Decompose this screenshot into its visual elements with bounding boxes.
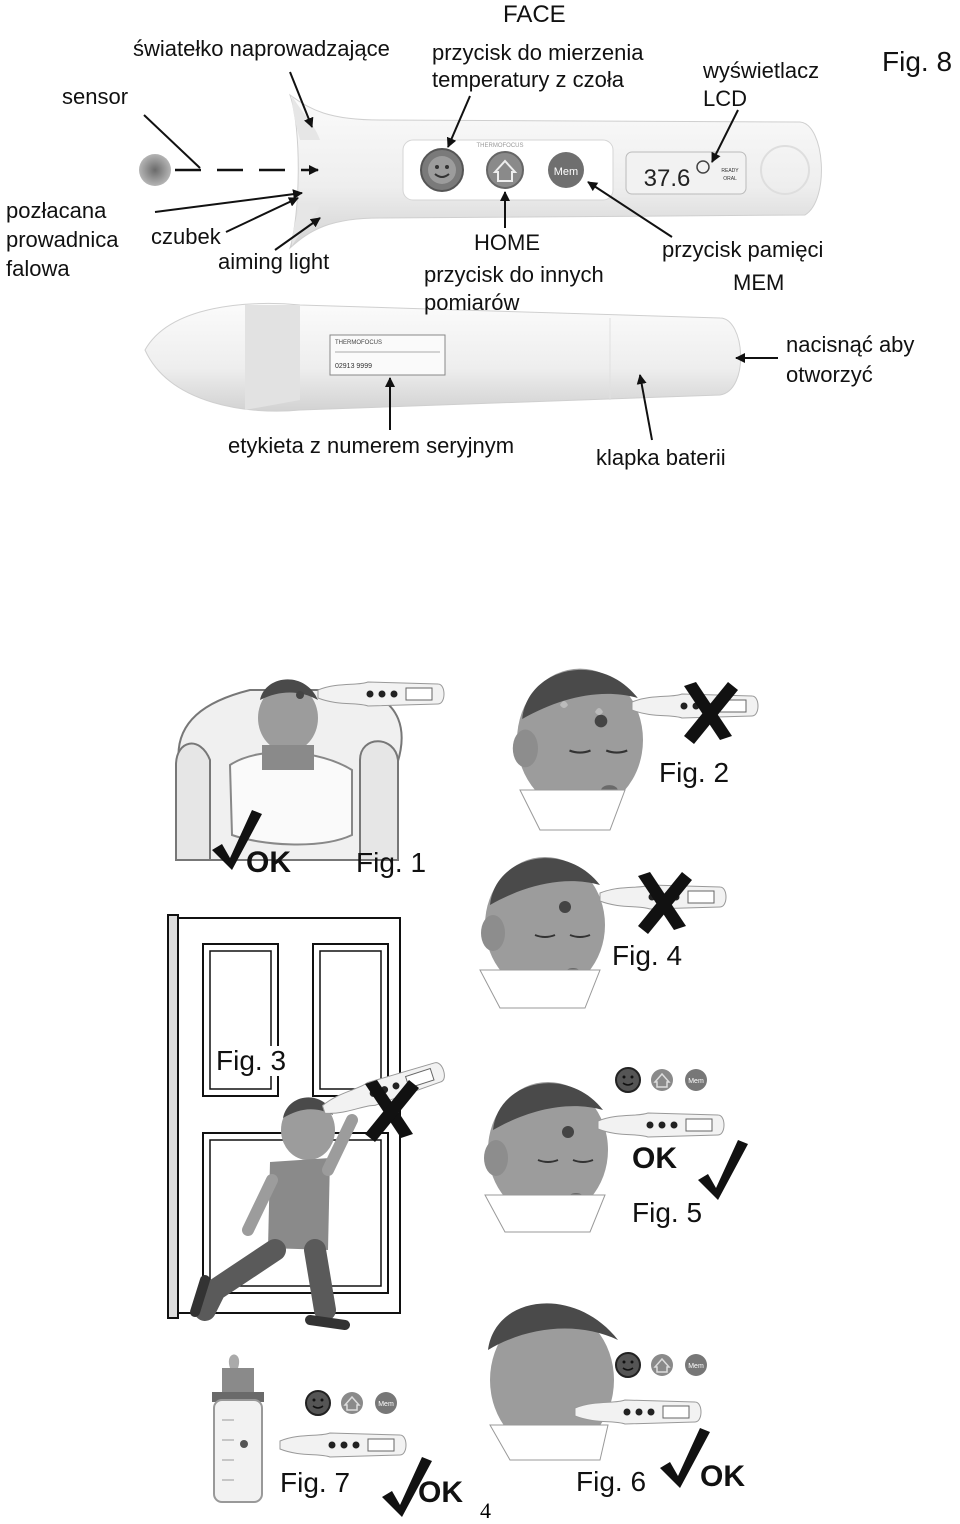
face-button-label-1: przycisk do mierzenia <box>432 40 644 65</box>
brand-text: THERMOFOCUS <box>477 143 524 149</box>
fig6-label: Fig. 6 <box>576 1466 647 1497</box>
ok-label-fig7: OK <box>418 1476 463 1509</box>
page-number: 4 <box>480 1498 491 1523</box>
home-desc-2: pomiarów <box>424 290 520 315</box>
waveguide-label-1: pozłacana <box>6 198 107 223</box>
fig3-label: Fig. 3 <box>216 1045 287 1076</box>
sensor-label: sensor <box>62 84 129 109</box>
press-label-1: nacisnąć aby <box>786 332 915 357</box>
ok-label-fig5: OK <box>632 1142 677 1175</box>
fig2-label: Fig. 2 <box>659 757 730 788</box>
fig7-label: Fig. 7 <box>280 1467 351 1498</box>
fig8-label: Fig. 8 <box>882 46 953 77</box>
press-label-2: otworzyć <box>786 362 873 387</box>
fig4-label: Fig. 4 <box>612 940 683 971</box>
home-button <box>486 151 524 189</box>
aiming-light-label: aiming light <box>218 249 330 274</box>
battery-cover-label: klapka baterii <box>596 445 726 470</box>
svg-text:THERMOFOCUS: THERMOFOCUS <box>335 340 382 346</box>
ok-label-fig1: OK <box>246 846 291 879</box>
memory-button-label: przycisk pamięci <box>662 237 824 262</box>
fig5-label: Fig. 5 <box>632 1197 703 1228</box>
fig1-label: Fig. 1 <box>356 847 427 878</box>
waveguide-label-3: falowa <box>6 256 70 281</box>
fig4-illustration <box>479 856 727 1009</box>
lcd-value: 37.6 <box>644 165 691 192</box>
serial-label <box>329 334 446 376</box>
sensor-dot <box>139 154 171 186</box>
serial-number: 02913 9999 <box>335 363 372 370</box>
home-label: HOME <box>474 230 540 255</box>
svg-text:ORAL: ORAL <box>723 176 737 182</box>
fig3-illustration <box>167 914 448 1330</box>
mem-label: MEM <box>733 270 785 295</box>
thermometer-diagram: Mem THERMOFOCUS 37.6 READY ORAL THERMOFO… <box>139 71 822 441</box>
home-desc-1: przycisk do innych <box>424 262 604 287</box>
fig5-illustration <box>483 1067 748 1233</box>
ok-label-fig6: OK <box>700 1460 745 1493</box>
fig6-illustration <box>488 1303 710 1488</box>
display-label-1: wyświetlacz <box>703 58 820 83</box>
mem-button-text: Mem <box>554 166 578 178</box>
face-button-label-2: temperatury z czoła <box>432 67 624 92</box>
tip-label: czubek <box>151 224 221 249</box>
display-label-2: LCD <box>703 86 748 111</box>
svg-text:READY: READY <box>721 168 739 174</box>
waveguide-label-2: prowadnica <box>6 227 119 252</box>
guide-light-label: światełko naprowadzające <box>133 36 390 61</box>
fig2-illustration <box>511 667 759 831</box>
face-label: FACE <box>503 1 566 28</box>
fig7-illustration <box>212 1354 432 1517</box>
fig1-illustration <box>175 679 445 870</box>
serial-label-text: etykieta z numerem seryjnym <box>228 433 515 458</box>
mem-button <box>548 152 584 188</box>
